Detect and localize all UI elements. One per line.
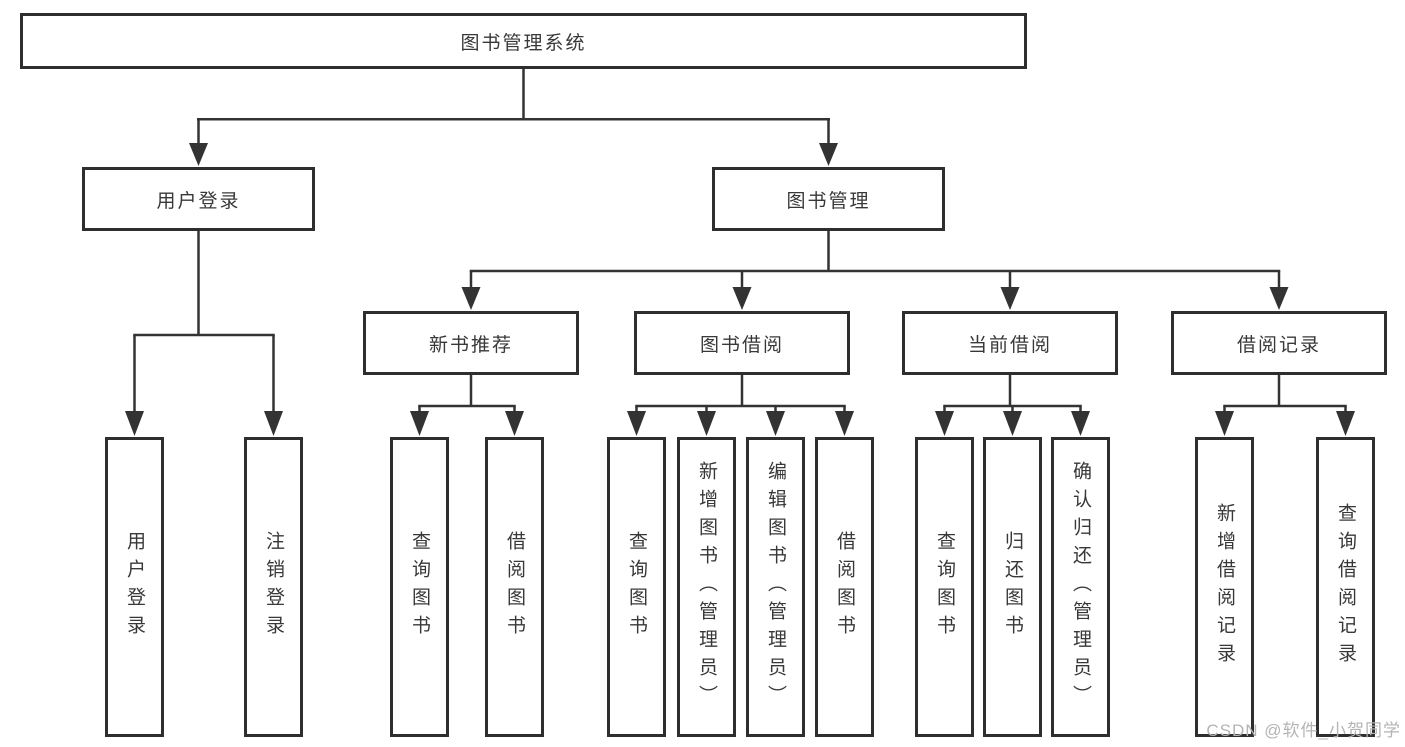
arrowhead bbox=[1215, 411, 1234, 436]
watermark-text: CSDN @软件_小贺同学 bbox=[1206, 721, 1401, 740]
arrowhead bbox=[1071, 411, 1090, 436]
leaf-br-add-record: 新增借阅记录 bbox=[1195, 437, 1254, 737]
arrowhead bbox=[697, 411, 716, 436]
arrowhead bbox=[819, 143, 838, 166]
node-label: 图书借阅 bbox=[699, 334, 784, 356]
node-label: 新增图书（管理员） bbox=[696, 461, 717, 713]
node-label: 借阅图书 bbox=[834, 531, 855, 643]
node-label: 注销登录 bbox=[263, 531, 284, 643]
node-label: 借阅图书 bbox=[504, 531, 525, 643]
node-label: 图书管理系统 bbox=[460, 32, 587, 54]
node-label: 编辑图书（管理员） bbox=[765, 461, 786, 713]
arrowhead bbox=[264, 411, 283, 436]
leaf-bb-edit-book-admin: 编辑图书（管理员） bbox=[746, 437, 805, 737]
node-label: 图书管理 bbox=[786, 190, 871, 212]
leaf-nb-borrow-book: 借阅图书 bbox=[485, 437, 544, 737]
node-user-login: 用户登录 bbox=[82, 167, 315, 231]
leaf-cb-confirm-return-admin: 确认归还（管理员） bbox=[1051, 437, 1110, 737]
leaf-bb-borrow-book: 借阅图书 bbox=[815, 437, 874, 737]
node-book-borrowing: 图书借阅 bbox=[634, 311, 850, 375]
arrowhead bbox=[410, 411, 429, 436]
node-label: 查询图书 bbox=[934, 531, 955, 643]
arrowhead bbox=[732, 287, 752, 310]
node-label: 查询借阅记录 bbox=[1335, 503, 1356, 671]
leaf-user-login: 用户登录 bbox=[105, 437, 164, 737]
leaf-bb-add-book-admin: 新增图书（管理员） bbox=[677, 437, 736, 737]
leaf-cb-query-book: 查询图书 bbox=[915, 437, 974, 737]
arrowhead bbox=[766, 411, 785, 436]
node-label: 新书推荐 bbox=[428, 334, 513, 356]
arrowhead bbox=[189, 143, 208, 166]
leaf-cb-return-book: 归还图书 bbox=[983, 437, 1042, 737]
arrowhead bbox=[627, 411, 646, 436]
arrowhead bbox=[935, 411, 954, 436]
leaf-nb-query-book: 查询图书 bbox=[390, 437, 449, 737]
node-label: 用户登录 bbox=[156, 190, 241, 212]
node-label: 查询图书 bbox=[626, 531, 647, 643]
node-label: 借阅记录 bbox=[1236, 334, 1321, 356]
node-label: 查询图书 bbox=[409, 531, 430, 643]
arrowhead bbox=[505, 411, 524, 436]
node-current-borrowing: 当前借阅 bbox=[902, 311, 1118, 375]
leaf-bb-query-book: 查询图书 bbox=[607, 437, 666, 737]
arrowhead bbox=[461, 287, 481, 310]
node-label: 确认归还（管理员） bbox=[1070, 461, 1091, 713]
leaf-logout: 注销登录 bbox=[244, 437, 303, 737]
arrowhead bbox=[1269, 287, 1289, 310]
node-label: 新增借阅记录 bbox=[1214, 503, 1235, 671]
leaf-br-query-record: 查询借阅记录 bbox=[1316, 437, 1375, 737]
node-root: 图书管理系统 bbox=[20, 13, 1027, 69]
node-label: 用户登录 bbox=[124, 531, 145, 643]
node-book-management: 图书管理 bbox=[712, 167, 945, 231]
node-label: 归还图书 bbox=[1002, 531, 1023, 643]
node-new-book-recommendation: 新书推荐 bbox=[363, 311, 579, 375]
arrowhead bbox=[1336, 411, 1355, 436]
arrowhead bbox=[1003, 411, 1022, 436]
node-label: 当前借阅 bbox=[967, 334, 1052, 356]
arrowhead bbox=[1000, 287, 1020, 310]
arrowhead bbox=[125, 411, 144, 436]
arrowhead bbox=[835, 411, 854, 436]
node-borrowing-records: 借阅记录 bbox=[1171, 311, 1387, 375]
